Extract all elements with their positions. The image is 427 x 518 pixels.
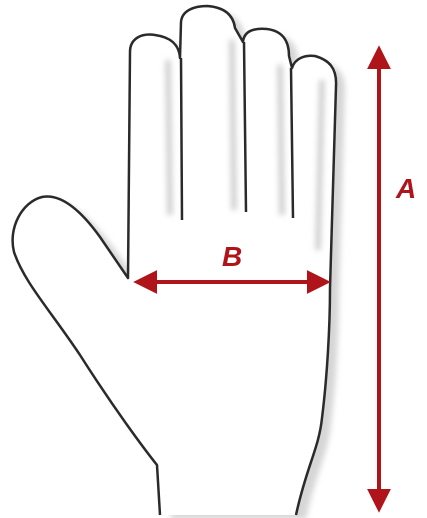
length-label: A — [395, 173, 416, 204]
finger-line-1 — [181, 58, 182, 220]
width-label: B — [222, 241, 242, 272]
hand-outline — [13, 6, 336, 515]
